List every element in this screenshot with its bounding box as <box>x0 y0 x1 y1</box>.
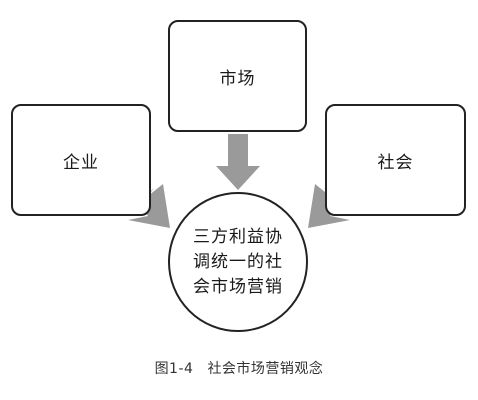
market-box: 市场 <box>168 20 307 132</box>
society-label: 社会 <box>377 152 414 173</box>
figure-number: 图1-4 <box>154 361 194 377</box>
figure-caption: 图1-4 社会市场营销观念 <box>0 358 478 378</box>
center-circle: 三方利益协调统一的社会市场营销 <box>168 192 308 332</box>
arrow-market-to-center <box>216 134 260 190</box>
society-box: 社会 <box>325 104 466 216</box>
enterprise-label: 企业 <box>63 152 99 173</box>
center-label: 三方利益协调统一的社会市场营销 <box>193 226 283 297</box>
enterprise-box: 企业 <box>11 104 151 216</box>
market-label: 市场 <box>219 68 256 89</box>
figure-title: 社会市场营销观念 <box>207 361 324 377</box>
